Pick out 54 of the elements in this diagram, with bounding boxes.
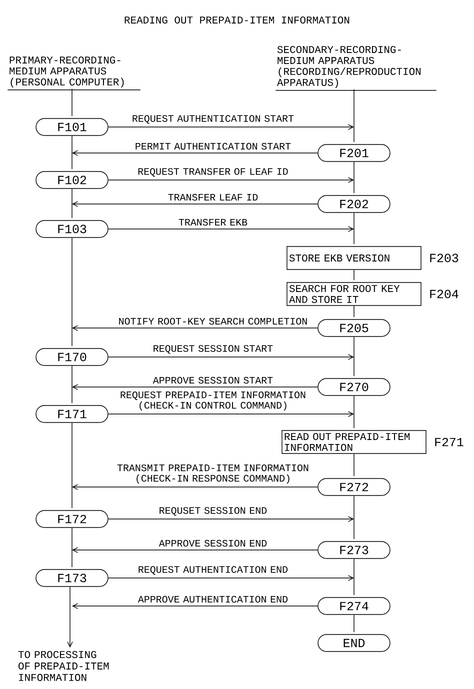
arrow	[108, 177, 354, 183]
arrow	[72, 325, 318, 331]
arrow	[108, 226, 354, 232]
arrow	[108, 516, 354, 522]
message-label: TRANSMIT PREPAID-ITEM INFORMATION (CHECK-IN RESPONSE COMMAND)	[117, 464, 308, 484]
message-label: REQUEST AUTHENTICATION END	[138, 566, 288, 575]
terminal-box: F205	[318, 319, 390, 337]
message-label: APPROVE SESSION START	[152, 376, 273, 384]
step-number: F204	[430, 290, 458, 298]
terminal-box: F274	[318, 597, 390, 615]
lifeline-header: SECONDARY-RECORDING-MEDIUM APPARATUS (RECORDING/REPRODUCTION APPARATUS)	[275, 46, 437, 91]
arrow	[72, 547, 318, 553]
process-box: SEARCH FOR ROOT KEY AND STORE IT	[286, 282, 422, 306]
message-label: TRANSFER EKB	[178, 218, 248, 226]
terminal-box: F201	[318, 144, 390, 162]
title: READING OUT PREPAID-ITEM INFORMATION	[124, 16, 350, 24]
process-box: READ OUT PREPAID-ITEM INFORMATION	[282, 430, 426, 454]
message-label: REQUEST AUTHENTICATION START	[132, 115, 294, 124]
arrow	[108, 124, 354, 130]
step-number: F271	[435, 438, 464, 446]
message-label: REQUEST SESSION START	[154, 345, 273, 354]
terminal-box: F102	[36, 171, 108, 189]
arrow	[108, 354, 354, 360]
terminal-box: F103	[36, 220, 108, 238]
terminal-box: F272	[318, 478, 390, 496]
message-label: REQUEST PREPAID-ITEM INFORMATION (CHECK-IN CONTROL COMMAND)	[120, 391, 306, 411]
process-box: STORE EKB VERSION	[286, 246, 422, 270]
end-note: TO PROCESSING OF PREPAID-ITEM INFORMATION	[18, 651, 109, 682]
message-label: TRANSFER LEAF ID	[168, 194, 258, 201]
message-label: APPROVE AUTHENTICATION END	[138, 596, 288, 603]
terminal-box: F270	[318, 378, 390, 396]
message-label: REQUSET SESSION END	[160, 507, 267, 516]
arrow	[72, 150, 318, 156]
terminal-box: F173	[36, 569, 108, 587]
terminal-box: F101	[36, 118, 108, 136]
message-label: REQUEST TRANSFER OF LEAF ID	[138, 168, 288, 177]
message-label: NOTIFY ROOT-KEY SEARCH COMPLETION	[119, 318, 307, 325]
terminal-box: F273	[318, 541, 390, 559]
terminal-box: F171	[36, 405, 108, 423]
arrow	[108, 411, 354, 417]
terminal-box: F172	[36, 510, 108, 528]
message-label: PERMIT AUTHENTICATION START	[136, 142, 291, 150]
terminal-box: F202	[318, 195, 390, 213]
terminal-box: F170	[36, 348, 108, 366]
step-number: F203	[430, 254, 458, 262]
arrow	[72, 384, 318, 390]
terminal-box: END	[318, 634, 390, 652]
arrow	[108, 575, 354, 581]
lifeline-header: PRIMARY-RECORDING-MEDIUM APPARATUS (PERSONAL COMPUTER)	[7, 56, 141, 90]
message-label: APPROVE SESSION END	[158, 540, 267, 547]
arrow	[67, 586, 73, 648]
arrow	[72, 484, 318, 490]
arrow	[72, 201, 318, 207]
arrow	[72, 603, 318, 609]
